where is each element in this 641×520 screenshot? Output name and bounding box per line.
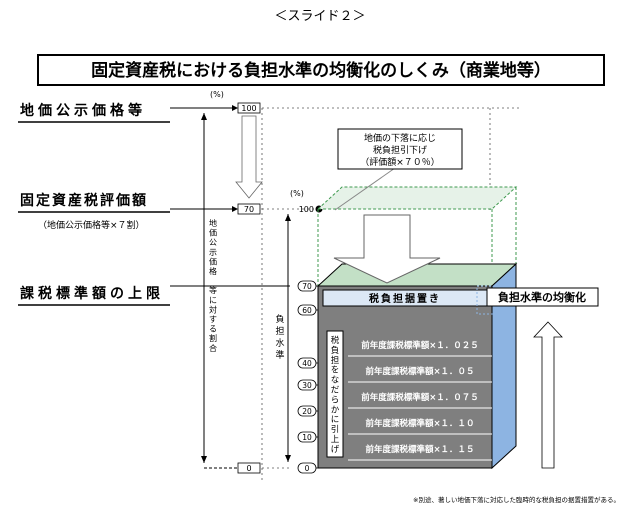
outer-tick-70: 70 — [244, 205, 254, 214]
land-price-label: 地価公示価格等 — [20, 102, 146, 119]
multiplier-row-label: 前年度課税標準額×１．０７５ — [361, 392, 479, 403]
decrease-big-arrow — [333, 214, 441, 284]
multiplier-row-label: 前年度課税標準額×１．１０ — [365, 418, 474, 429]
outer-tick-100-box — [237, 102, 261, 114]
raise-label-char: げ — [331, 445, 340, 455]
outer-axis-label-char: 合 — [209, 343, 217, 353]
connector-70-arrowhead — [232, 206, 238, 212]
assessed-value-note: （地価公示価格等×７割） — [38, 219, 145, 231]
inner-tick-label: 10 — [302, 433, 312, 442]
inner-tick-label: 20 — [302, 407, 312, 416]
multiplier-row-label: 前年度課税標準額×１．１５ — [365, 444, 474, 455]
outer-axis-unit: (%) — [210, 90, 224, 99]
outer-tick-100: 100 — [241, 104, 256, 113]
inner-tick-label: 60 — [302, 306, 312, 315]
raise-label-char: 上 — [331, 435, 340, 445]
outer-tick-0-box — [237, 462, 261, 474]
assessed-down-arrow — [235, 115, 263, 199]
outer-axis-label-char: 価 — [209, 228, 217, 238]
outer-tick-0: 0 — [246, 464, 251, 473]
callout-line-1: 地価の下落に応じ — [364, 132, 436, 144]
raise-label-char: 負 — [331, 345, 340, 356]
callout-box — [337, 128, 463, 170]
outer-axis-label-char: 公 — [209, 238, 217, 247]
callout-pointer — [334, 167, 396, 211]
raise-label-char: ら — [331, 395, 340, 405]
outer-axis-label-char: 対 — [209, 304, 217, 314]
callout-line-2: 税負担引下げ — [373, 144, 427, 156]
outer-axis-label-char: 等 — [209, 285, 217, 295]
raise-label-char: 引 — [331, 425, 340, 435]
multiplier-row-label: 前年度課税標準額×１．０５ — [365, 366, 474, 377]
outer-axis-label-char: 示 — [209, 248, 217, 257]
raise-label-char: 税 — [331, 335, 340, 346]
outer-tick-70-box — [237, 203, 261, 215]
outer-axis-label-char: に — [209, 296, 217, 305]
inner-tick-label: 40 — [302, 359, 312, 368]
balance-label: 負担水準の均衡化 — [498, 290, 586, 304]
box-front — [317, 285, 493, 469]
multiplier-rows: 前年度課税標準額×１．０２５ 前年度課税標準額×１．０５ 前年度課税標準額×１．０７… — [348, 340, 492, 461]
outer-axis-label-char: 地 — [209, 218, 217, 228]
title-box — [37, 54, 605, 86]
inner-axis-label-char: 準 — [275, 349, 284, 361]
inner-tick-label: 100 — [299, 205, 314, 214]
raise-label-char: を — [331, 366, 340, 376]
top-box-roof — [316, 186, 518, 210]
callout-line-3: （評価額×７０％） — [360, 156, 440, 168]
inner-tick-label: 0 — [305, 464, 310, 473]
raise-label-char: か — [331, 405, 340, 415]
outer-axis-label-char: す — [209, 315, 217, 324]
raise-label-char: な — [331, 376, 340, 386]
multiplier-row-label: 前年度課税標準額×１．０２５ — [361, 340, 479, 351]
raise-box — [326, 330, 344, 458]
inner-tick-label: 70 — [302, 282, 312, 291]
footnote: ※別途、著しい地価下落に対応した臨時的な税負担の据置措置がある。 — [413, 495, 620, 504]
outer-axis-label-char: 割 — [209, 333, 217, 343]
raise-label-char: だ — [331, 386, 340, 396]
inner-axis-label-char: 担 — [275, 325, 284, 337]
inner-axis-label-char: 負 — [275, 313, 284, 325]
outer-axis-label-char: 価 — [209, 256, 217, 266]
balance-box — [486, 287, 599, 307]
outer-axis-label-char: る — [209, 325, 217, 334]
page-title: 固定資産税における負担水準の均衡化のしくみ（商業地等） — [91, 60, 551, 81]
inner-axis-unit: (%) — [290, 189, 304, 198]
outer-axis-label-char: 格 — [209, 266, 217, 276]
inner-tick-label: 30 — [302, 381, 312, 390]
outer-axis-arrow-bottom — [201, 456, 207, 463]
inner-axis-label-char: 水 — [275, 337, 284, 349]
hold-label: 税負担据置き — [369, 292, 441, 305]
inner-axis-label: 負担水準 — [275, 313, 284, 361]
outer-axis-arrow-top — [201, 113, 207, 120]
raise-label-char: 担 — [331, 355, 340, 366]
slide-label: ＜スライド２＞ — [274, 9, 365, 24]
tax-base-limit-label: 課税標準額の上限 — [20, 285, 164, 302]
assessed-value-label: 固定資産税評価額 — [20, 192, 148, 209]
inner-axis-arrow-top — [285, 214, 291, 221]
balance-up-arrow — [533, 321, 563, 469]
inner-axis-arrow-bottom — [285, 455, 291, 462]
connector-100-arrowhead — [232, 105, 238, 111]
raise-label-char: に — [331, 415, 340, 425]
